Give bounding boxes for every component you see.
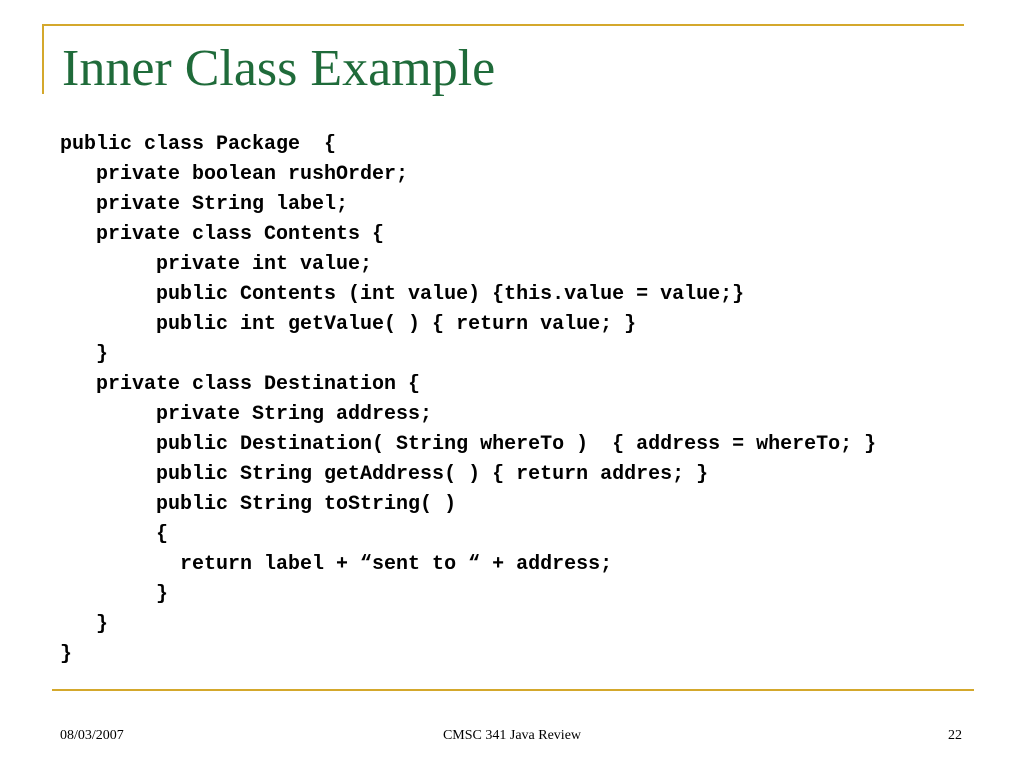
code-line: public Destination( String whereTo ) { a… <box>60 433 877 456</box>
code-line: } <box>60 583 169 606</box>
code-line: public String getAddress( ) { return add… <box>60 463 709 486</box>
code-line: private String label; <box>60 193 349 216</box>
code-line: private boolean rushOrder; <box>60 163 409 186</box>
left-rule <box>42 24 44 94</box>
code-line: } <box>60 643 73 666</box>
code-line: public int getValue( ) { return value; } <box>60 313 637 336</box>
top-rule <box>42 24 964 26</box>
code-line: private String address; <box>60 403 433 426</box>
code-line: private class Contents { <box>60 223 385 246</box>
code-line: private class Destination { <box>60 373 421 396</box>
code-line: public String toString( ) <box>60 493 457 516</box>
code-line: } <box>60 343 109 366</box>
code-block: public class Package { private boolean r… <box>60 130 876 670</box>
bottom-rule <box>52 689 974 691</box>
code-line: public class Package { <box>60 133 337 156</box>
code-line: { <box>60 523 169 546</box>
footer-course: CMSC 341 Java Review <box>442 728 582 743</box>
code-line: private int value; <box>60 253 373 276</box>
page-number: 22 <box>948 728 962 743</box>
code-line: } <box>60 613 109 636</box>
code-line: public Contents (int value) {this.value … <box>60 283 745 306</box>
slide-title: Inner Class Example <box>62 40 496 97</box>
footer-date: 08/03/2007 <box>60 728 124 743</box>
code-line: return label + “sent to “ + address; <box>60 553 613 576</box>
